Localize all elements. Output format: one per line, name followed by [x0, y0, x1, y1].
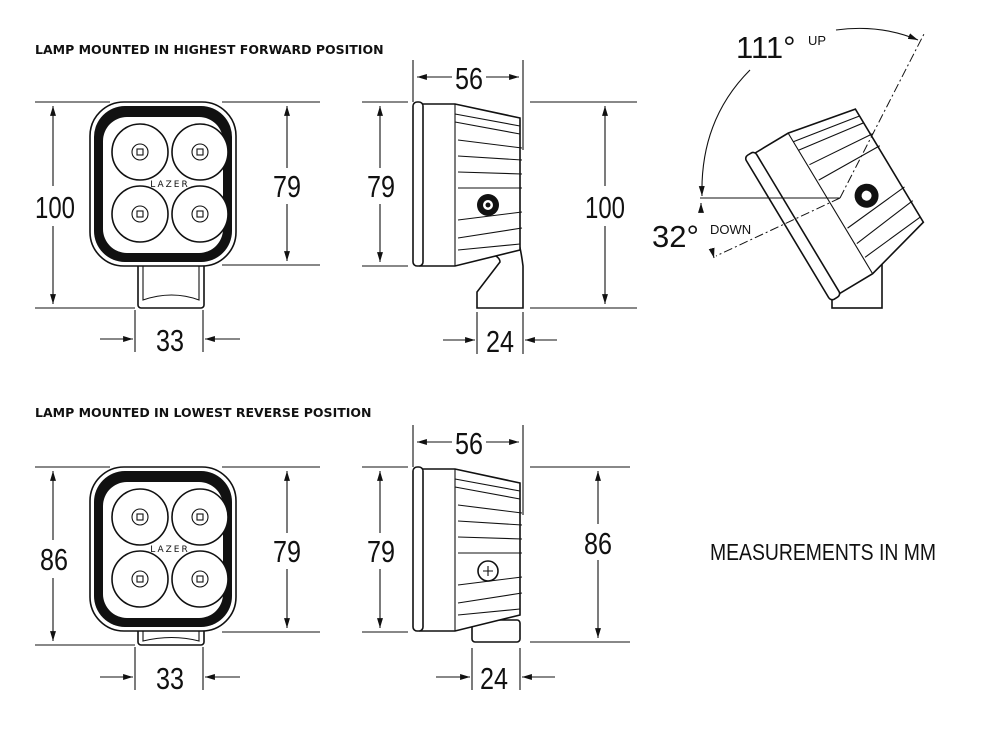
mount-bracket	[137, 261, 205, 309]
dim-height-body: 79	[273, 169, 301, 204]
led-lenses	[111, 488, 229, 608]
up-label: UP	[808, 33, 826, 48]
dim-bracket-width: 33	[156, 661, 184, 696]
dim-side-bracket-width: 24	[486, 324, 514, 359]
dim-height-total: 100	[35, 190, 75, 225]
side-view-reverse	[412, 466, 523, 643]
up-angle-label: 111°	[736, 30, 796, 65]
section-caption-reverse: LAMP MOUNTED IN LOWEST REVERSE POSITION	[35, 405, 371, 420]
front-dimensions-forward: 100 79 33	[32, 101, 320, 358]
down-angle-label: 32°	[652, 219, 699, 254]
down-label: DOWN	[710, 222, 751, 237]
lazer-logo: LAZER	[150, 545, 189, 555]
tilt-view: 111° UP 32° DOWN	[652, 27, 926, 309]
dim-height-body: 79	[273, 534, 301, 569]
dim-side-bracket-width: 24	[480, 661, 508, 696]
front-view-reverse: LAZER	[89, 466, 237, 646]
front-dimensions-reverse: 86 79 33	[35, 466, 320, 696]
side-dimensions-forward: 56 79 100 24	[362, 60, 637, 359]
dim-side-height-body: 79	[367, 534, 395, 569]
dim-depth: 56	[455, 61, 483, 96]
dim-side-height-body: 79	[367, 169, 395, 204]
dim-bracket-width: 33	[156, 323, 184, 358]
side-dimensions-reverse: 56 79 86 24	[362, 425, 630, 696]
front-view-forward: LAZER	[89, 101, 237, 309]
lazer-logo: LAZER	[150, 180, 189, 190]
dim-depth: 56	[455, 426, 483, 461]
dim-side-height-total: 100	[585, 190, 625, 225]
side-view-forward	[412, 101, 524, 309]
units-note: MEASUREMENTS IN MM	[710, 539, 936, 565]
led-lenses	[111, 123, 229, 243]
dim-height-total: 86	[40, 542, 68, 577]
dim-side-height-total: 86	[584, 526, 612, 561]
section-caption-forward: LAMP MOUNTED IN HIGHEST FORWARD POSITION	[35, 42, 384, 57]
